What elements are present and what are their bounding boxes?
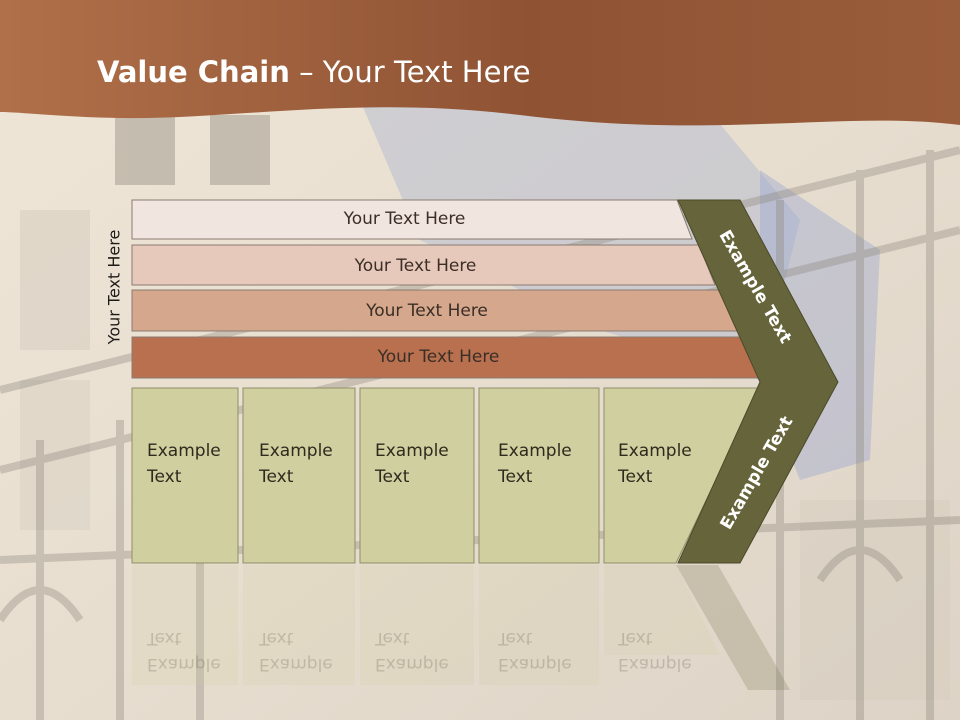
column-label-5-line1: Example bbox=[618, 441, 692, 461]
column-label-1-reflection-line2: Text bbox=[147, 628, 182, 648]
row-label-3: Your Text Here bbox=[366, 301, 488, 321]
row-bar-1 bbox=[131, 199, 693, 240]
column-label-2-reflection-line1: Example bbox=[259, 654, 333, 674]
row-label-4: Your Text Here bbox=[377, 347, 500, 367]
column-label-5: Example Text bbox=[618, 438, 692, 490]
column-label-1-reflection: Example Text bbox=[147, 625, 221, 677]
column-box-5 bbox=[603, 387, 761, 564]
row-label-1: Your Text Here bbox=[343, 209, 466, 229]
column-label-2-line2: Text bbox=[259, 467, 294, 487]
row-bar-2 bbox=[131, 244, 716, 286]
page-title: Value Chain – Your Text Here bbox=[97, 55, 531, 89]
column-label-3-line2: Text bbox=[375, 467, 410, 487]
side-label: Your Text Here bbox=[104, 229, 124, 345]
column-label-4-reflection-line2: Text bbox=[498, 628, 533, 648]
column-label-3-reflection-line1: Example bbox=[375, 654, 449, 674]
column-box-3 bbox=[359, 387, 475, 564]
title-bold: Value Chain bbox=[97, 55, 290, 89]
column-label-5-reflection-line2: Text bbox=[618, 628, 653, 648]
column-label-5-reflection: Example Text bbox=[618, 625, 692, 677]
column-box-4 bbox=[478, 387, 600, 564]
column-label-4: Example Text bbox=[498, 438, 572, 490]
title-rest: – Your Text Here bbox=[289, 55, 531, 89]
column-label-1-line2: Text bbox=[147, 467, 182, 487]
column-label-4-reflection: Example Text bbox=[498, 625, 572, 677]
column-label-4-reflection-line1: Example bbox=[498, 654, 572, 674]
column-label-1-reflection-line1: Example bbox=[147, 654, 221, 674]
column-label-4-line2: Text bbox=[498, 467, 533, 487]
column-label-2-reflection: Example Text bbox=[259, 625, 333, 677]
column-label-3-line1: Example bbox=[375, 441, 449, 461]
title-band bbox=[0, 0, 960, 126]
column-label-1-line1: Example bbox=[147, 441, 221, 461]
column-label-3-reflection: Example Text bbox=[375, 625, 449, 677]
column-label-2: Example Text bbox=[259, 438, 333, 490]
column-label-2-reflection-line2: Text bbox=[259, 628, 294, 648]
column-label-1: Example Text bbox=[147, 438, 221, 490]
column-label-5-reflection-line1: Example bbox=[618, 654, 692, 674]
column-box-1 bbox=[131, 387, 239, 564]
row-label-2: Your Text Here bbox=[354, 256, 477, 276]
column-label-5-line2: Text bbox=[618, 467, 653, 487]
chevron-arrow bbox=[677, 199, 839, 564]
column-label-2-line1: Example bbox=[259, 441, 333, 461]
column-label-3-reflection-line2: Text bbox=[375, 628, 410, 648]
column-label-3: Example Text bbox=[375, 438, 449, 490]
column-box-2 bbox=[242, 387, 356, 564]
column-label-4-line1: Example bbox=[498, 441, 572, 461]
